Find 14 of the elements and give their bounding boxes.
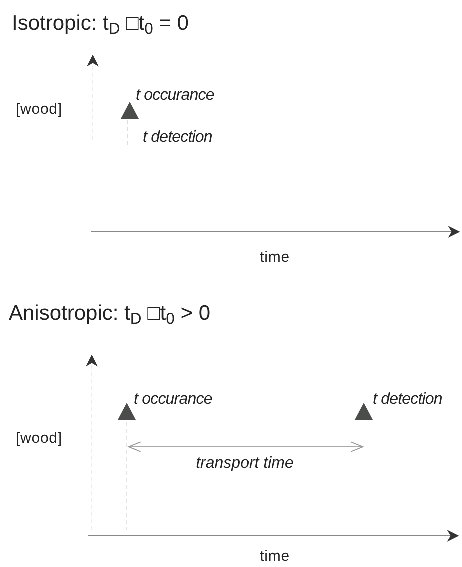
triangle-marker: [118, 403, 136, 420]
axis-label: [wood]: [16, 429, 62, 449]
event-label: t occurance: [134, 390, 212, 410]
section-heading: Isotropic: t$_{D}$ □t$_{0}$ = 0: [12, 11, 189, 40]
event-label: t occurance: [136, 86, 214, 106]
section-heading: Anisotropic: t$_{D}$ □t$_{0}$ > 0: [9, 301, 211, 330]
axis-label: [wood]: [16, 100, 62, 120]
event-label: t detection: [143, 128, 212, 148]
duration-label: transport time: [196, 454, 294, 474]
axis-label: time: [260, 248, 290, 268]
triangle-marker: [121, 102, 139, 119]
axis-label: time: [260, 547, 290, 567]
event-label: t detection: [373, 390, 442, 410]
triangle-marker: [355, 403, 373, 420]
